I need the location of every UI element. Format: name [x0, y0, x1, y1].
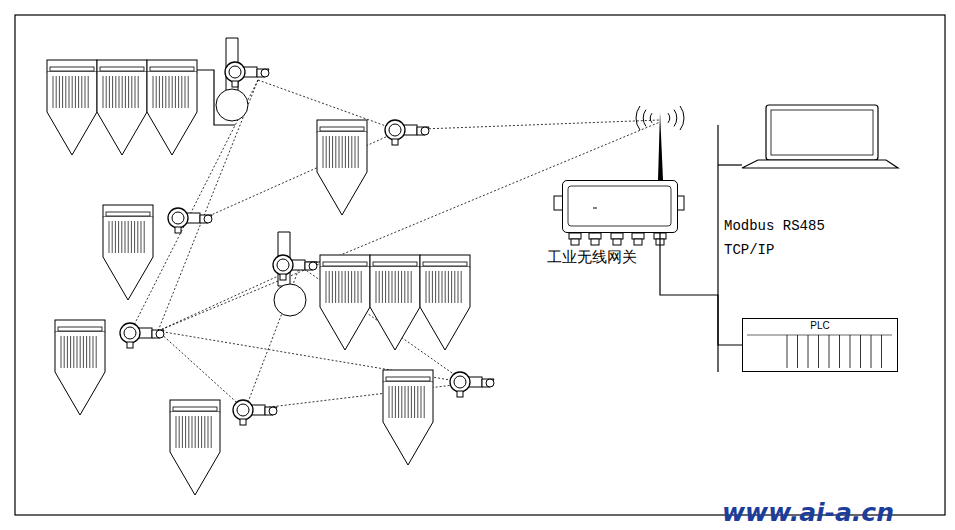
dust-collector	[103, 205, 153, 300]
dust-collector	[320, 255, 370, 350]
watermark: www.ai-a.cn	[722, 499, 894, 527]
wireless-transmitter	[120, 323, 164, 348]
dust-collector	[370, 255, 420, 350]
dust-collector	[97, 60, 147, 155]
dust-collector	[55, 320, 105, 415]
radio-link	[158, 331, 462, 382]
wireless-transmitter	[168, 208, 212, 233]
wireless-transmitter	[385, 120, 429, 145]
laptop	[742, 105, 898, 168]
gateway-label: 工业无线网关	[547, 248, 637, 267]
plc-rack: PLC	[742, 318, 898, 372]
fan-and-duct	[274, 232, 306, 316]
dust-collector	[147, 60, 197, 155]
wireless-transmitter	[450, 372, 494, 397]
fan-and-duct	[216, 38, 248, 121]
frame-border	[15, 15, 945, 515]
dust-collector	[47, 60, 97, 155]
wireless-transmitter	[233, 400, 277, 425]
gateway-box: 工业无线网关	[562, 180, 678, 233]
dust-collector	[420, 255, 470, 350]
wireless-transmitter	[225, 62, 269, 87]
radio-link	[158, 331, 245, 410]
protocol-label: Modbus RS485	[724, 219, 825, 234]
dust-collector	[317, 120, 367, 215]
gateway-detail	[563, 181, 676, 231]
radio-link	[397, 120, 660, 130]
dust-collector	[170, 400, 220, 495]
radio-link	[200, 132, 397, 220]
protocol-label: TCP/IP	[724, 243, 774, 258]
dust-collector	[383, 370, 433, 465]
plc-label: PLC	[743, 320, 897, 331]
wireless-transmitter	[273, 255, 317, 280]
gateway-hardware	[554, 106, 684, 245]
